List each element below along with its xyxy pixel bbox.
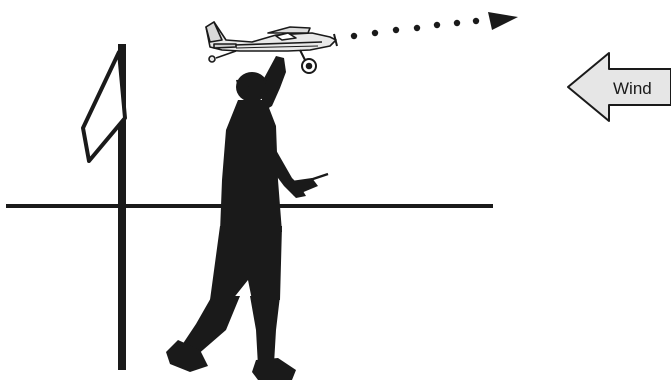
wind-arrow: Wind	[568, 53, 671, 121]
wind-label: Wind	[613, 79, 652, 98]
flight-path-arrow	[351, 12, 518, 39]
pilot-silhouette	[166, 56, 328, 380]
